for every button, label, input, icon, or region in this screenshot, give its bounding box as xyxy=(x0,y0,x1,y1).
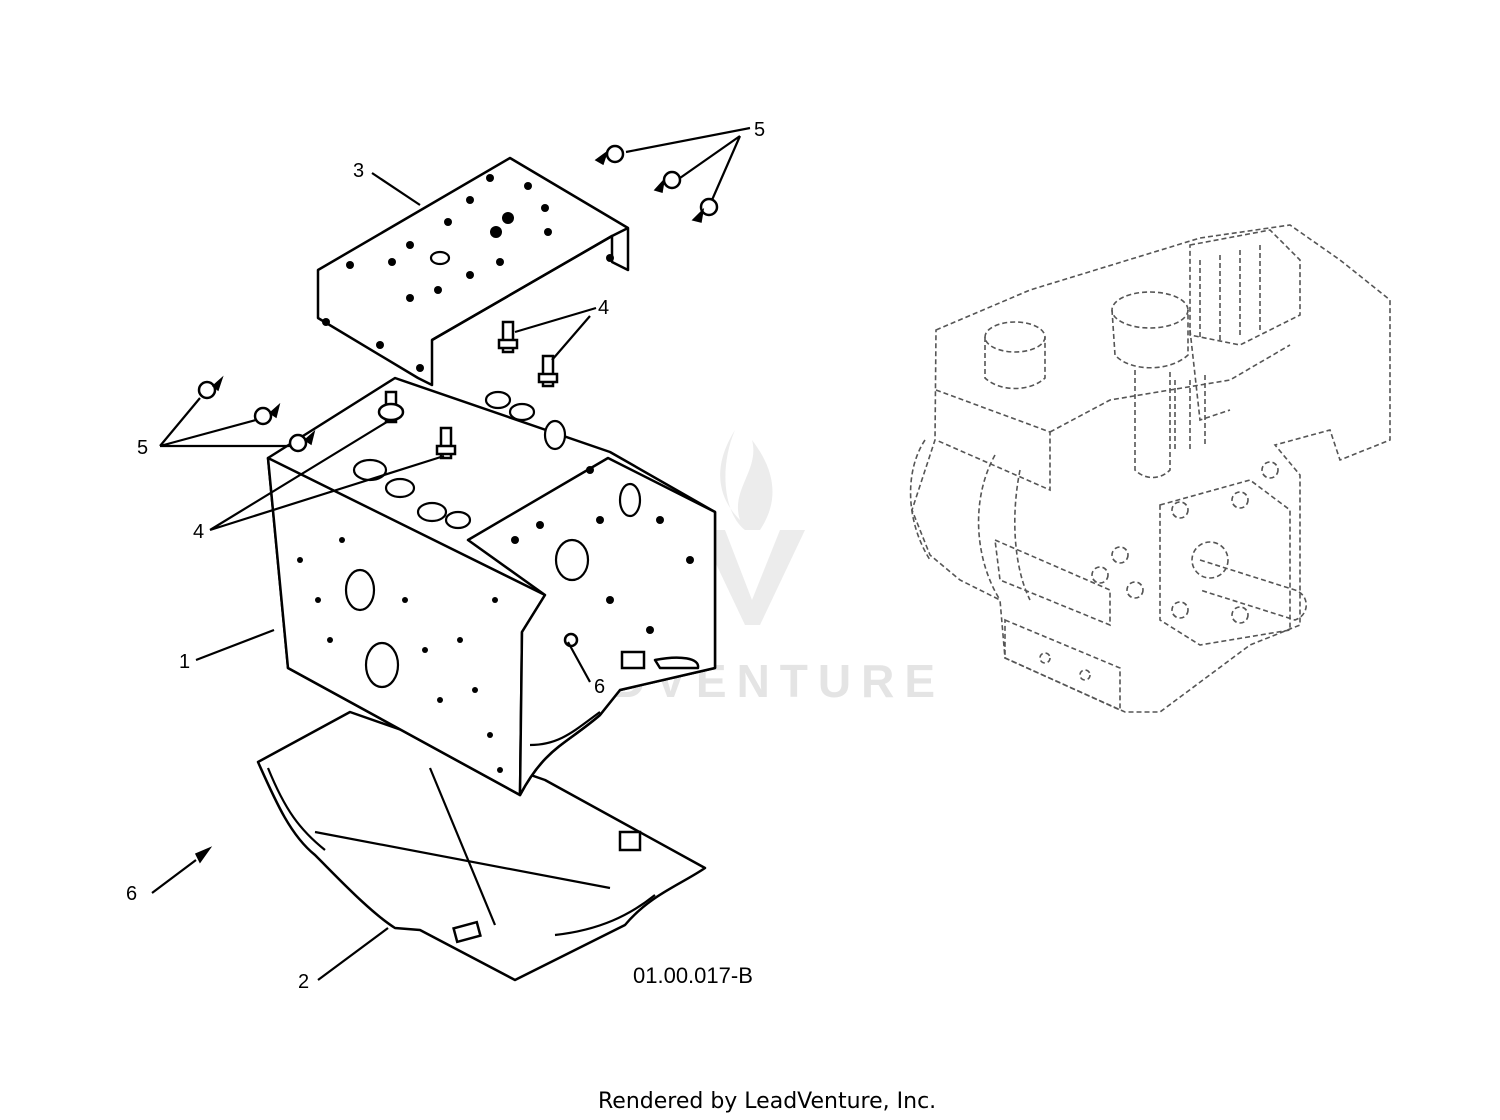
callout-6-right: 6 xyxy=(594,676,605,698)
screw-icon xyxy=(691,197,719,223)
leader-4-left xyxy=(209,419,445,532)
part-1-housing xyxy=(266,376,717,797)
stud-icon xyxy=(537,354,559,388)
callout-5-left: 5 xyxy=(137,437,148,459)
stud-icon xyxy=(435,426,457,460)
screw-icon xyxy=(594,144,625,166)
stud-group-4 xyxy=(377,320,559,460)
footer-credit: Rendered by LeadVenture, Inc. xyxy=(598,1089,936,1114)
screw-icon xyxy=(653,170,682,193)
leader-6-right xyxy=(567,641,591,683)
drawing-id: 01.00.017-B xyxy=(633,963,753,988)
fastener-group-5-left xyxy=(197,375,316,453)
leader-1 xyxy=(195,628,275,662)
screw-icon xyxy=(197,375,224,400)
leader-4-top xyxy=(514,306,597,361)
callout-4-left: 4 xyxy=(193,521,204,543)
screw-icon xyxy=(253,402,281,426)
screw-6-left xyxy=(151,846,213,894)
callout-6-left: 6 xyxy=(126,883,137,905)
stud-icon xyxy=(497,320,519,354)
callout-3: 3 xyxy=(353,160,364,182)
screw-6-right xyxy=(563,632,579,648)
screw-icon xyxy=(288,429,316,453)
part-2-bottom-plate xyxy=(256,710,707,982)
engine-reference-outline xyxy=(909,224,1391,713)
leader-3 xyxy=(371,172,421,206)
part-3-top-cover xyxy=(316,156,630,387)
stud-icon xyxy=(377,390,405,424)
callout-1: 1 xyxy=(179,651,190,673)
callout-4-top: 4 xyxy=(598,297,609,319)
leader-5-top xyxy=(625,126,751,201)
leader-2 xyxy=(317,927,389,981)
fastener-group-5-top xyxy=(594,144,719,223)
callout-2: 2 xyxy=(298,971,309,993)
leader-5-left xyxy=(159,397,290,448)
callout-5-top: 5 xyxy=(754,119,765,141)
